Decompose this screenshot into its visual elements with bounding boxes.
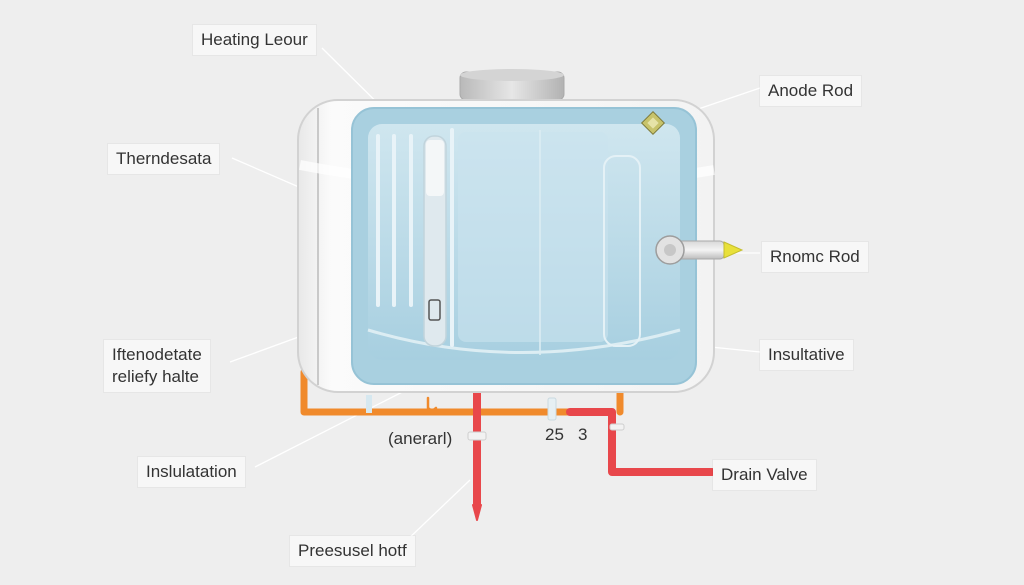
heating-element-tubes	[376, 128, 454, 347]
label-number-3: 3	[578, 425, 588, 444]
tank-cap-top	[460, 69, 564, 81]
anode-rod-icon	[640, 110, 666, 136]
label-relief-valve-line1: Iftenodetate	[112, 345, 202, 364]
pipes	[300, 368, 716, 521]
drain-pipe	[566, 408, 716, 476]
label-drain-valve: Drain Valve	[713, 460, 816, 490]
hot-pipe-tip	[472, 504, 482, 521]
pipe-fitting-1	[366, 395, 372, 413]
thermostat-switch	[428, 299, 441, 321]
label-number-25: 25	[545, 425, 564, 444]
label-insulative: Insultative	[760, 340, 853, 370]
cold-water-pipe	[300, 368, 574, 416]
label-general: (anerarl)	[388, 429, 453, 448]
label-insulation: Inslulatation	[138, 457, 245, 487]
pipe-fitting-3	[609, 423, 625, 431]
leader-general	[424, 437, 441, 446]
inner-panel-right	[603, 155, 641, 347]
thermostat-probe-top	[426, 140, 444, 196]
label-pressure-hot: Preesusel hotf	[290, 536, 415, 566]
label-relief-valve: Iftenodetate reliefy halte	[104, 340, 210, 392]
pipe-valve-icon	[467, 431, 487, 441]
label-relief-valve-line2: reliefy halte	[112, 367, 199, 386]
leader-pressure	[404, 479, 471, 543]
label-heating-element: Heating Leour	[193, 25, 316, 55]
label-rnomc-rod: Rnomc Rod	[762, 242, 868, 272]
inner-panel	[458, 132, 608, 342]
pipe-hook	[426, 396, 438, 412]
pipe-fitting-2	[547, 397, 557, 421]
outlet-rod-icon	[655, 235, 744, 265]
leader-insulation	[254, 383, 419, 468]
label-thermostat: Therndesata	[108, 144, 220, 174]
label-anode-rod: Anode Rod	[760, 76, 862, 106]
